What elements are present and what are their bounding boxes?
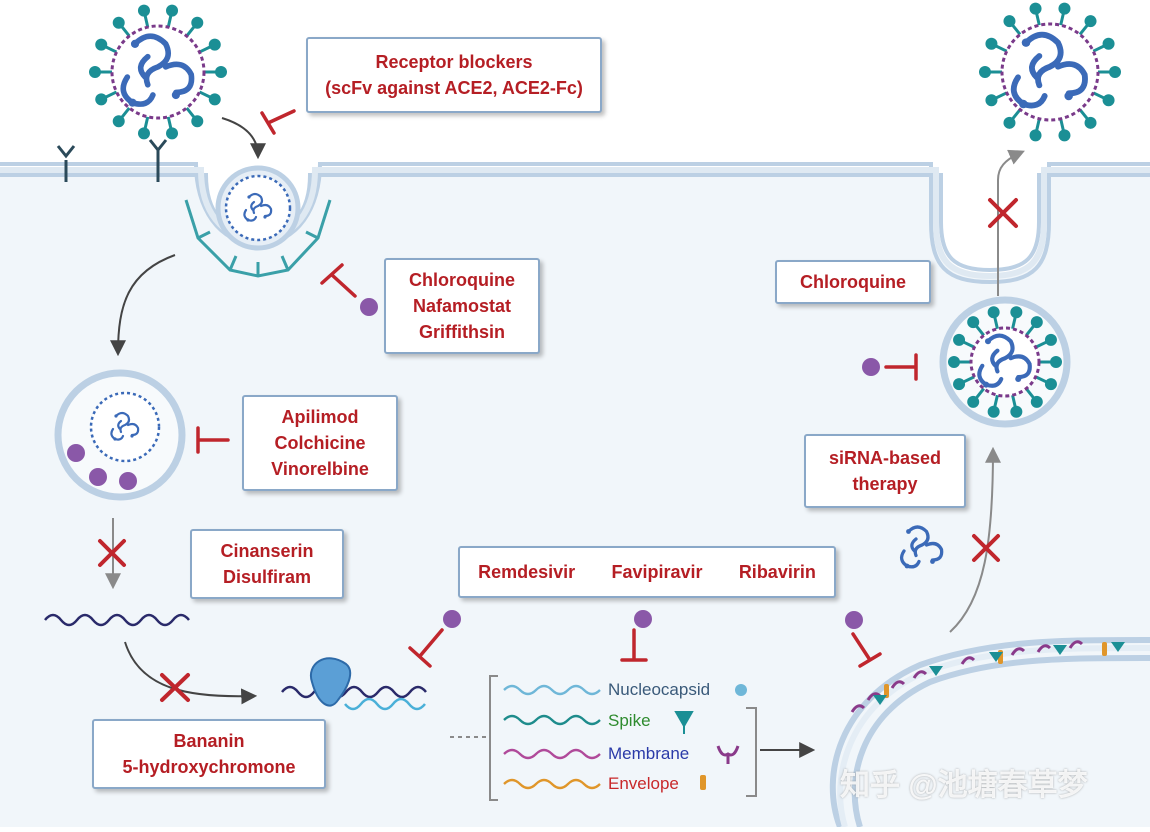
cell-cytoplasm	[0, 168, 1150, 827]
label-line: Receptor blockers	[375, 52, 533, 72]
label-favipiravir: Favipiravir	[611, 562, 703, 582]
label-line: Apilimod	[281, 407, 359, 427]
arrow-mrna-ribosome	[124, 641, 258, 705]
endocytosed-virion	[215, 165, 301, 251]
legend-nucleocapsid: Nucleocapsid	[608, 680, 711, 699]
arrow-endocytosis	[110, 254, 176, 357]
block-assembly-icon	[972, 534, 1000, 562]
inhibit-endocytosis	[320, 263, 357, 298]
block-uncoating-icon	[98, 539, 126, 567]
label-line: siRNA-based	[828, 448, 942, 468]
virion-extracellular-top-left	[89, 4, 227, 140]
viral-rna-strand	[44, 613, 190, 627]
label-endocytosis-inhibitors: Chloroquine Nafamostat Griffithsin	[384, 258, 540, 354]
ribosome	[309, 657, 352, 707]
virion-assembled-vesicle	[939, 296, 1071, 428]
arrow-assembly	[949, 446, 1001, 633]
label-line: 5-hydroxychromone	[122, 757, 296, 777]
legend-spike: Spike	[608, 711, 651, 730]
label-ribavirin: Ribavirin	[738, 562, 816, 582]
label-remdesivir: Remdesivir	[478, 562, 576, 582]
envelope-protein-icon	[700, 775, 706, 790]
inhibit-ribavirin	[851, 632, 882, 668]
drug-molecule	[360, 298, 378, 316]
label-sirna-therapy: siRNA-based therapy	[804, 434, 966, 508]
label-line: Nafamostat	[412, 296, 512, 316]
drug-molecule	[862, 358, 880, 376]
label-receptor-blockers: Receptor blockers (scFv against ACE2, AC…	[306, 37, 602, 113]
label-line: Chloroquine	[409, 270, 515, 290]
label-line: Colchicine	[274, 433, 366, 453]
inhibit-endosome	[196, 426, 230, 454]
label-release-inhibitor: Chloroquine	[775, 260, 931, 304]
nascent-protein	[344, 697, 426, 711]
mrna-bracket-left	[489, 675, 498, 801]
inhibit-remdesivir	[408, 628, 444, 668]
mrna-envelope	[503, 778, 601, 790]
label-line: therapy	[852, 474, 918, 494]
arrow-release	[997, 149, 1025, 296]
label-translation-inhibitors: Bananin 5-hydroxychromone	[92, 719, 326, 789]
drug-molecule	[845, 611, 863, 629]
clathrin-coat	[184, 199, 332, 278]
spike-protein-icon	[674, 711, 694, 734]
nucleocapsid-dot-icon	[735, 684, 747, 696]
label-line: Bananin	[173, 731, 245, 751]
drug-molecule	[443, 610, 461, 628]
label-line: Disulfiram	[222, 567, 312, 587]
label-endosome-inhibitors: Apilimod Colchicine Vinorelbine	[242, 395, 398, 491]
watermark: 知乎 @池塘春草梦	[840, 769, 1088, 802]
mrna-bracket-right	[746, 707, 757, 797]
arrow-attach	[221, 117, 266, 160]
er-membrane	[829, 637, 1150, 829]
virion-released-top-right	[979, 2, 1121, 142]
mrna-nucleocapsid	[503, 684, 601, 696]
inhibit-receptor	[260, 109, 296, 135]
label-line: Vinorelbine	[271, 459, 369, 479]
label-polymerase-inhibitors: Remdesivir Favipiravir Ribavirin	[458, 546, 836, 598]
endosome	[54, 369, 186, 501]
label-uncoating-inhibitors: Cinanserin Disulfiram	[190, 529, 344, 599]
legend-envelope: Envelope	[608, 774, 679, 793]
drug-molecule	[634, 610, 652, 628]
block-release-icon	[988, 198, 1018, 228]
label-line: Cinanserin	[220, 541, 314, 561]
er-viral-proteins	[850, 640, 1125, 715]
label-line: Griffithsin	[419, 322, 505, 342]
label-line: Chloroquine	[800, 272, 906, 292]
inhibit-release	[884, 353, 918, 381]
membrane-protein-icon	[716, 745, 740, 764]
label-line: (scFv against ACE2, ACE2-Fc)	[325, 78, 583, 98]
mrna-membrane	[503, 748, 601, 760]
block-translation-icon	[160, 673, 190, 702]
mrna-spike	[503, 714, 601, 726]
translating-rna	[281, 685, 427, 699]
legend-membrane: Membrane	[608, 744, 690, 763]
ace2-receptor-icon	[56, 139, 168, 182]
inhibit-favipiravir	[620, 628, 648, 662]
